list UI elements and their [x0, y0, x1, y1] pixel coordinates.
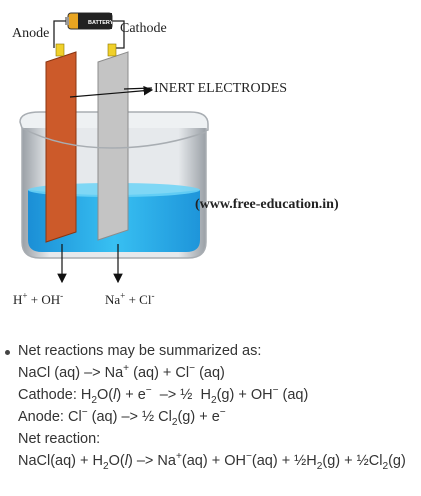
beaker-rim	[21, 127, 207, 149]
source-watermark: (www.free-education.in)	[195, 197, 339, 212]
cathode-equation: Cathode: H2O(l) + e− –> ½ H2(g) + OH− (a…	[18, 385, 309, 406]
cathode-label: Cathode	[120, 21, 167, 36]
anode-label: Anode	[12, 26, 50, 41]
anode-electrode	[45, 43, 77, 243]
battery: BATTERY	[65, 12, 114, 30]
net-equation: NaCl(aq) + H2O(l) –> Na+(aq) + OH−(aq) +…	[18, 451, 406, 472]
battery-text: BATTERY	[88, 20, 114, 26]
intro-text: Net reactions may be summarized as:	[18, 343, 262, 359]
bullet-icon	[5, 350, 10, 355]
electrolysis-diagram: BATTERY	[12, 12, 339, 307]
ion-arrows	[57, 244, 123, 284]
cathode-ions-label: Na+ + Cl-	[105, 290, 155, 307]
inert-electrodes-label: INERT ELECTRODES	[154, 81, 288, 96]
dissociation-equation: NaCl (aq) –> Na+ (aq) + Cl− (aq)	[18, 363, 225, 381]
cathode-electrode	[97, 43, 129, 241]
wires	[53, 20, 125, 49]
anode-ions-label: H+ + OH-	[13, 290, 64, 307]
anode-equation: Anode: Cl− (aq) –> ½ Cl2(g) + e−	[18, 407, 226, 428]
electrodes-pointer	[69, 85, 154, 98]
net-reaction-heading: Net reaction:	[18, 431, 101, 447]
electrolysis-cell-illustration: BATTERY	[19, 12, 209, 284]
